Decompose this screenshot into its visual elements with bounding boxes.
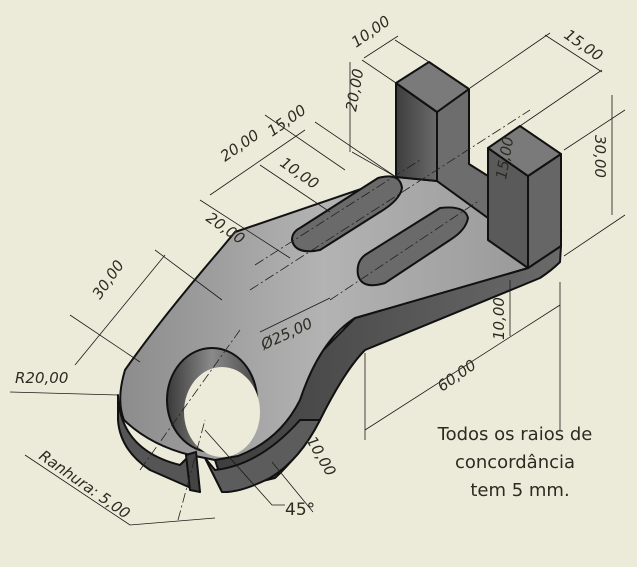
dim-post-width: 10,00 <box>348 12 394 51</box>
dim-groove: Ranhura: 5,00 <box>36 447 134 523</box>
part-body <box>117 61 563 494</box>
note-line-3: tem 5 mm. <box>470 480 569 501</box>
dim-arm-length: 30,00 <box>89 257 128 303</box>
dim-plate-length: 60,00 <box>434 356 480 395</box>
dim-total-height: 30,00 <box>591 135 609 178</box>
dim-slot-width: 10,00 <box>277 154 323 193</box>
note: Todos os raios de concordância tem 5 mm. <box>437 424 593 501</box>
groove <box>185 451 201 493</box>
right-post-top <box>487 125 562 177</box>
left-post-top <box>395 61 470 113</box>
dim-angle: 45° <box>285 500 315 520</box>
lug-side-face <box>117 394 201 493</box>
dim-plate-thickness: 10,00 <box>490 297 508 340</box>
hole-through <box>184 367 260 457</box>
slot-2 <box>356 206 469 287</box>
slot-1 <box>291 175 403 253</box>
dim-slot-width-top: 15,00 <box>561 26 607 65</box>
note-line-2: concordância <box>455 452 575 473</box>
dim-slot-spacing-b: 15,00 <box>264 101 310 140</box>
lug-front-face <box>204 419 321 494</box>
dimension-lines <box>9 32 626 526</box>
dim-slot-spacing-a: 20,00 <box>217 126 263 165</box>
dim-lug-thickness: 10,00 <box>303 433 340 479</box>
note-line-1: Todos os raios de <box>437 424 593 445</box>
dim-post-height: 20,00 <box>342 67 367 112</box>
center-lines <box>139 109 531 521</box>
dim-outer-radius: R20,00 <box>15 369 68 387</box>
